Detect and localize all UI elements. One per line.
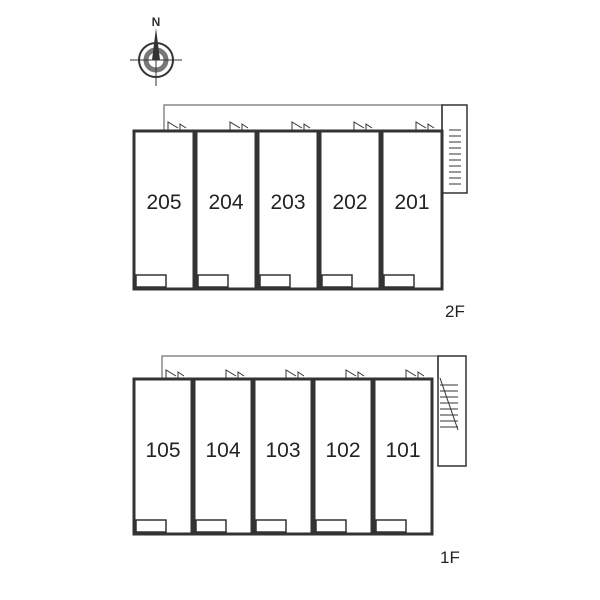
unit-105	[132, 369, 194, 536]
unit-label-203: 203	[270, 191, 305, 214]
unit-204	[194, 121, 258, 291]
unit-label-205: 205	[146, 191, 181, 214]
corridor-1f	[161, 355, 439, 378]
unit-label-201: 201	[394, 191, 429, 214]
unit-203	[256, 121, 320, 291]
compass: N	[130, 15, 182, 86]
unit-label-202: 202	[332, 191, 367, 214]
unit-label-103: 103	[265, 439, 300, 462]
floor-2f	[132, 104, 468, 291]
stairs-2f	[441, 104, 468, 194]
compass-rose-icon	[130, 28, 182, 86]
corridor-2f	[163, 104, 443, 130]
floor-label-1f: 1F	[440, 548, 460, 567]
unit-205	[132, 121, 196, 291]
unit-label-102: 102	[325, 439, 360, 462]
unit-label-105: 105	[145, 439, 180, 462]
unit-101	[372, 369, 434, 536]
unit-label-101: 101	[385, 439, 420, 462]
north-label: N	[152, 15, 161, 29]
unit-label-104: 104	[205, 439, 240, 462]
unit-201	[380, 121, 444, 291]
unit-202	[318, 121, 382, 291]
unit-103	[252, 369, 314, 536]
floor-label-2f: 2F	[445, 302, 465, 321]
unit-104	[192, 369, 254, 536]
unit-102	[312, 369, 374, 536]
unit-label-204: 204	[208, 191, 243, 214]
floor-1f	[132, 355, 467, 536]
stairs-1f	[437, 355, 467, 467]
